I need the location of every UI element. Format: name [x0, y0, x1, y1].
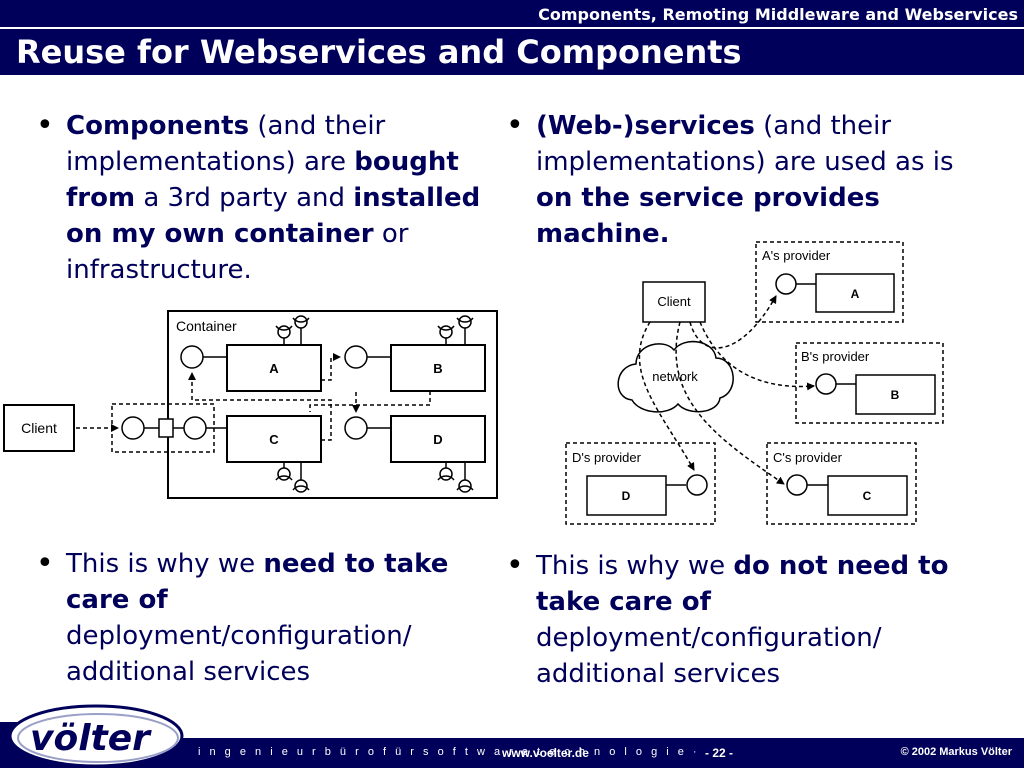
svg-text:A: A	[851, 287, 860, 301]
footer-tagline: i n g e n i e u r b ü r o f ü r s o f t …	[198, 746, 700, 758]
ws-component-b	[855, 374, 936, 415]
slide-title: Reuse for Webservices and Components	[16, 33, 742, 71]
component-c	[226, 415, 322, 463]
footer-url[interactable]: www.voelter.de	[502, 746, 589, 760]
svg-text:A's provider: A's provider	[762, 248, 831, 263]
svg-text:network: network	[652, 369, 698, 384]
svg-text:B's provider: B's provider	[801, 349, 870, 364]
svg-text:B: B	[891, 388, 900, 402]
left-bullet-2: • This is why we need to take care of de…	[36, 546, 449, 687]
container-ports	[275, 315, 474, 493]
bold-text: Components	[66, 111, 250, 141]
left-bullet-1: • Components (and their implementations)…	[36, 108, 481, 285]
header-divider	[0, 27, 1024, 29]
svg-text:völter: völter	[30, 718, 152, 759]
presentation-topic: Components, Remoting Middleware and Webs…	[538, 5, 1018, 24]
ws-component-d	[586, 475, 667, 516]
svg-text:C's provider: C's provider	[773, 450, 843, 465]
bullet-dot: •	[506, 548, 524, 583]
component-b	[390, 344, 486, 392]
svg-text:D's provider: D's provider	[572, 450, 642, 465]
svg-text:C: C	[863, 489, 872, 503]
component-d	[390, 415, 486, 463]
svg-text:Client: Client	[657, 294, 691, 309]
c-to-a-arrow	[188, 372, 332, 441]
proxy-square	[158, 418, 174, 438]
proxy-interface-2	[183, 416, 207, 440]
copyright: © 2002 Markus Völter	[900, 746, 1012, 758]
ws-component-c	[827, 475, 908, 516]
right-bullet-2: • This is why we do not need to take car…	[506, 548, 949, 689]
bullet-dot: •	[36, 546, 54, 581]
d-provider-box	[565, 442, 716, 525]
header-bar: Components, Remoting Middleware and Webs…	[0, 0, 1024, 75]
svg-text:B: B	[433, 361, 442, 376]
b-provider-box	[795, 342, 944, 424]
interface-d	[344, 416, 368, 440]
svg-text:A: A	[269, 361, 279, 376]
ws-call-arrows	[638, 295, 815, 485]
ws-component-a	[815, 273, 895, 313]
component-a	[226, 344, 322, 392]
proxy-interface	[121, 416, 145, 440]
svg-text:D: D	[433, 432, 442, 447]
right-bullet-1: • (Web-)services (and their implementati…	[506, 108, 954, 249]
bullet-dot: •	[36, 108, 54, 143]
client-label: Client	[21, 420, 57, 436]
ws-client-box	[642, 281, 706, 323]
bullet-dot: •	[506, 108, 524, 143]
a-provider-box	[755, 241, 904, 323]
voelter-logo: völter	[0, 704, 184, 768]
svg-text:C: C	[269, 432, 279, 447]
network-cloud	[617, 340, 734, 413]
interface-a	[180, 345, 204, 369]
c-provider-box	[766, 442, 917, 525]
b-call-line	[309, 391, 431, 412]
interface-b	[344, 345, 368, 369]
container-diagram: Container Client A B C D	[3, 310, 498, 499]
page-number: - 22 -	[705, 746, 734, 760]
svg-text:D: D	[622, 489, 631, 503]
webservice-diagram: Client network A's provider A B's provid…	[565, 241, 944, 525]
client-box	[3, 404, 75, 452]
container-label: Container	[176, 318, 237, 334]
a-to-b-arrow	[321, 353, 341, 381]
